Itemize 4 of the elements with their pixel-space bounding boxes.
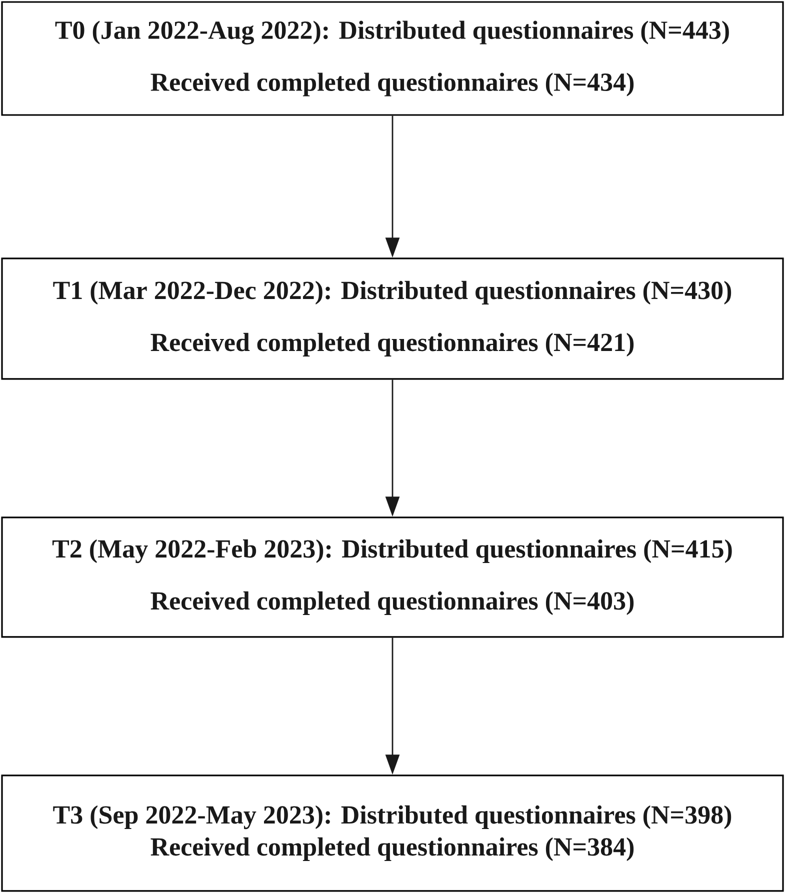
process-box: T1 (Mar 2022-Dec 2022): Distributed questionnaires (N=430) Received completed questionnaires (N=421): [1, 258, 784, 380]
process-box: T3 (Sep 2022-May 2023): Distributed questionnaires (N=398) Received completed questionnaires (N=384): [1, 774, 784, 892]
process-box: T2 (May 2022-Feb 2023): Distributed questionnaires (N=415) Received completed questionnaires (N=403): [1, 516, 784, 638]
process-box: T0 (Jan 2022-Aug 2022): Distributed questionnaires (N=443) Received completed questionnaires (N=434): [1, 1, 784, 116]
